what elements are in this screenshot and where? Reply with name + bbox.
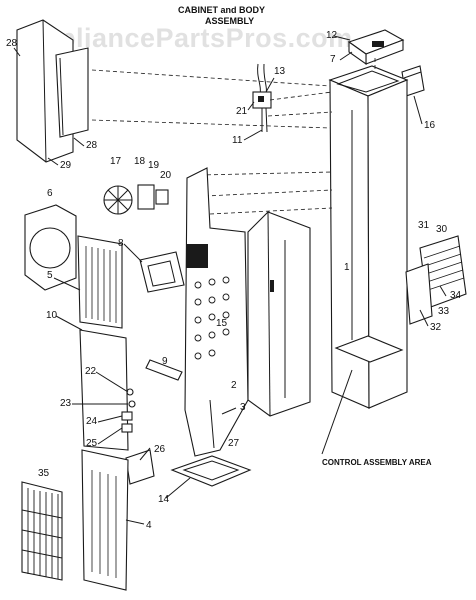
callout-24: 24 [86,416,98,427]
callout-20: 20 [160,170,172,181]
callout-25: 25 [86,438,98,449]
callout-29: 29 [60,160,72,171]
inner-panel-part [247,211,311,417]
callout-35: 35 [38,468,50,479]
lower-panel-part [81,449,129,591]
callout-10: 10 [46,310,58,321]
callout-9: 9 [162,356,168,367]
callout-13: 13 [274,66,286,77]
rail-part-26 [125,449,155,485]
callout-22: 22 [85,366,97,377]
callout-3: 3 [240,402,246,413]
callout-23: 23 [60,398,72,409]
callout-12: 12 [326,30,338,41]
thermostat-part [252,63,272,133]
callout-5: 5 [47,270,53,281]
callout-2: 2 [231,380,237,391]
rail-part-9 [145,359,183,381]
callout-6: 6 [47,188,53,199]
control-area-leader [321,369,353,455]
callout-7: 7 [330,54,336,65]
callout-26: 26 [154,444,166,455]
side-panel-part [16,19,89,163]
assembly-leader-lines [91,58,376,215]
callout-21: 21 [236,106,248,117]
callout-28b: 28 [86,140,98,151]
filter-grille-part [21,481,63,581]
watermark: AppliancePartsPros.com [22,23,353,53]
callout-19: 19 [148,160,160,171]
callout-30: 30 [436,224,448,235]
front-grille-part [77,235,129,451]
callout-17: 17 [110,156,122,167]
callout-15: 15 [216,318,228,329]
callout-27: 27 [228,438,240,449]
side-grille-part [405,235,467,325]
base-plate-part [170,455,252,487]
callout-28a: 28 [6,38,18,49]
callout-leaders [13,35,447,525]
callout-14: 14 [158,494,170,505]
callout-4: 4 [146,520,152,531]
title-line-1: CABINET and BODY [178,5,265,15]
fan-motor-part [103,184,169,215]
control-assembly-area-label: CONTROL ASSEMBLY AREA [322,458,432,467]
callout-34: 34 [450,290,462,301]
callout-33: 33 [438,306,450,317]
callout-1: 1 [344,262,350,273]
title-line-2: ASSEMBLY [205,16,254,26]
callout-32: 32 [430,322,442,333]
callout-31: 31 [418,220,430,231]
bracket-part [139,251,185,293]
callout-18: 18 [134,156,146,167]
callout-8: 8 [118,238,124,249]
callout-11: 11 [232,135,243,146]
cabinet-column-part [328,65,409,409]
top-control-box-part [347,29,405,66]
fan-shroud-part [24,204,77,291]
center-body-part [184,167,249,457]
callout-labels: 1 2 3 4 5 6 7 8 9 10 11 12 13 14 15 16 1… [6,30,462,531]
callout-16: 16 [424,120,436,131]
